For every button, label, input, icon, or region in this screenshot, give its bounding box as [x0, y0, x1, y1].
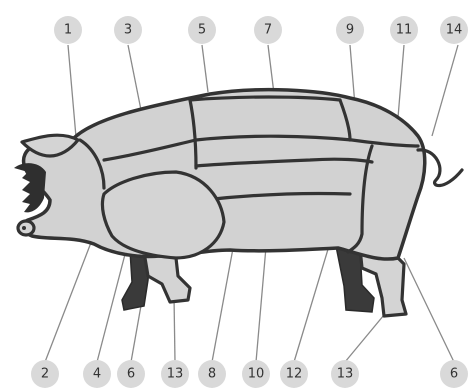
- badge-label: 4: [93, 367, 101, 382]
- badge-9: 9: [336, 16, 364, 44]
- pig-illustration: [14, 90, 462, 316]
- badge-14: 14: [440, 16, 468, 44]
- badge-13-left: 13: [161, 360, 189, 388]
- badge-12: 12: [280, 360, 308, 388]
- badge-label: 3: [124, 23, 132, 38]
- badge-label: 7: [264, 23, 272, 38]
- badge-label: 2: [41, 367, 49, 382]
- badge-label: 12: [286, 367, 303, 382]
- badge-label: 8: [208, 367, 216, 382]
- badge-2: 2: [31, 360, 59, 388]
- badge-6-left: 6: [117, 360, 145, 388]
- shoulder-cut: [102, 172, 224, 258]
- top-number-badges: 1 3 5 7 9 11 14: [54, 16, 468, 44]
- badge-label: 5: [198, 23, 206, 38]
- badge-label: 1: [64, 23, 72, 38]
- badge-label: 13: [167, 367, 184, 382]
- badge-label: 14: [446, 23, 463, 38]
- badge-13-right: 13: [331, 360, 359, 388]
- badge-label: 9: [346, 23, 354, 38]
- badge-7: 7: [254, 16, 282, 44]
- badge-label: 11: [396, 23, 413, 38]
- badge-6-right: 6: [440, 360, 468, 388]
- badge-label: 6: [127, 367, 135, 382]
- badge-8: 8: [198, 360, 226, 388]
- badge-3: 3: [114, 16, 142, 44]
- badge-label: 13: [337, 367, 354, 382]
- badge-1: 1: [54, 16, 82, 44]
- badge-10: 10: [242, 360, 270, 388]
- badge-5: 5: [188, 16, 216, 44]
- mouth: [14, 163, 46, 212]
- badge-label: 10: [248, 367, 265, 382]
- bottom-number-badges: 2 4 6 13 8 10 12 13 6: [31, 360, 468, 388]
- badge-label: 6: [450, 367, 458, 382]
- front-leg-near: [144, 252, 190, 302]
- badge-4: 4: [83, 360, 111, 388]
- nostril: [22, 226, 26, 230]
- badge-11: 11: [390, 16, 418, 44]
